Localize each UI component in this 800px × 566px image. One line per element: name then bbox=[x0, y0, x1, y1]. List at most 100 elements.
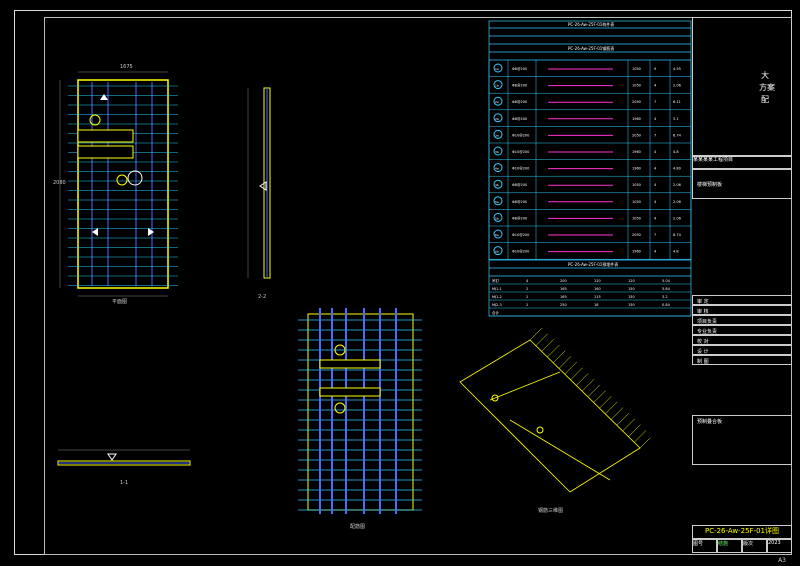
schedule-tables: PC-26-Aw-25F-01构件表 PC-26-Aw-25F-01钢筋表 PC… bbox=[488, 20, 692, 317]
embed-cell: 150 bbox=[628, 303, 635, 307]
iso-rebar-line bbox=[558, 356, 572, 369]
embed-cell: 4 bbox=[526, 279, 529, 283]
rebar-length: 1960 bbox=[632, 150, 641, 154]
embed-cell: 合计 bbox=[492, 310, 500, 315]
rebar-weight: 8.74 bbox=[673, 233, 682, 237]
title-block-row: 审 核 bbox=[692, 305, 792, 315]
rebar-qty: 4 bbox=[654, 216, 657, 220]
table3-title: PC-26-Aw-25F-01预埋件表 bbox=[568, 261, 618, 267]
embed-cell: 150 bbox=[628, 287, 635, 291]
embed-cell: 160 bbox=[594, 287, 601, 291]
rebar-qty: 4 bbox=[654, 117, 657, 121]
rebar-spec: Φ10@200 bbox=[512, 250, 529, 254]
embed-cell: 165 bbox=[560, 287, 567, 291]
embed-cell: MJ1-1 bbox=[492, 287, 502, 291]
rebar-id: 2a bbox=[495, 100, 499, 104]
rebar-length: 1050 bbox=[632, 183, 641, 187]
rebar-length: 2050 bbox=[632, 133, 641, 137]
rebar-weight: 4.80 bbox=[673, 167, 681, 171]
rebar-id-bubble bbox=[493, 229, 503, 239]
embed-cell: 吊钉 bbox=[492, 278, 500, 283]
embed-cell: 18 bbox=[594, 303, 598, 307]
rebar-qty: 4 bbox=[654, 167, 657, 171]
number-value: 结施 bbox=[717, 539, 742, 553]
drawing-code: PC-26-Aw-25F-01详图 bbox=[704, 527, 780, 535]
section-1-1-label: 1-1 bbox=[120, 480, 128, 486]
embed-cell: 3.2 bbox=[662, 295, 668, 299]
title-block-row: 设 计 bbox=[692, 345, 792, 355]
plan-view-label: 平面图 bbox=[112, 299, 127, 305]
iso-rebar-line bbox=[576, 373, 589, 386]
rebar-length: 1050 bbox=[632, 200, 641, 204]
embed-cell: 200 bbox=[560, 279, 567, 283]
rebar-length: 1960 bbox=[632, 250, 641, 254]
rebar-spec: Φ8@200 bbox=[512, 84, 527, 88]
rebar-weight: 2.06 bbox=[673, 183, 681, 187]
title-block-row: 校 对 bbox=[692, 335, 792, 345]
rebar-weight: 4.55 bbox=[673, 67, 681, 71]
rebar-weight: 4.8 bbox=[673, 150, 679, 154]
rebar-qty: 7 bbox=[654, 133, 656, 137]
rebar-spec: Φ8@200 bbox=[512, 67, 527, 71]
iso-rebar-line bbox=[529, 327, 543, 341]
rebar-spec: Φ10@200 bbox=[512, 133, 529, 137]
iso-rebar-line bbox=[535, 333, 548, 346]
rebar-id: 6b bbox=[495, 250, 499, 254]
title-block-row: 专业负责 bbox=[692, 325, 792, 335]
rebar-qty: 4 bbox=[654, 150, 657, 154]
embed-cell: 5.04 bbox=[662, 279, 671, 283]
rebar-id-bubble bbox=[493, 163, 503, 173]
rebar-qty: 4 bbox=[654, 200, 657, 204]
rebar-spec: Φ10@200 bbox=[512, 167, 529, 171]
rebar-id-bubble bbox=[493, 179, 503, 189]
iso-rebar-line bbox=[552, 350, 566, 363]
rebar-length: 1050 bbox=[632, 216, 641, 220]
title-block-row: 项目负责 bbox=[692, 315, 792, 325]
section-2-2-view: 2-2 bbox=[247, 87, 271, 300]
embed-cell: 120 bbox=[628, 279, 635, 283]
rebar-id-bubble bbox=[493, 113, 503, 123]
embed-cell: 0.84 bbox=[662, 303, 671, 307]
iso-rebar-line bbox=[616, 413, 630, 426]
embed-cell: 165 bbox=[560, 295, 567, 299]
rebar-qty: 4 bbox=[654, 250, 657, 254]
rebar-qty: 9 bbox=[654, 67, 656, 71]
table1-title: PC-26-Aw-25F-01构件表 bbox=[568, 21, 614, 27]
rebar-weight: 6.11 bbox=[673, 100, 681, 104]
rebar-layout-view: 配筋图 bbox=[298, 308, 422, 530]
embed-cell: 2 bbox=[526, 287, 528, 291]
section-2-2-label: 2-2 bbox=[258, 294, 266, 300]
iso-rebar-line bbox=[541, 339, 554, 352]
iso-rebar-line bbox=[622, 418, 635, 432]
iso-rebar-line bbox=[605, 401, 618, 415]
rebar-view-label: 配筋图 bbox=[350, 523, 365, 530]
rebar-length: 1960 bbox=[632, 117, 641, 121]
rebar-id: 4b bbox=[495, 183, 499, 187]
iso-rebar-line bbox=[570, 367, 583, 380]
company-name-top: 大 bbox=[761, 71, 769, 80]
rebar-id-bubble bbox=[493, 196, 503, 206]
edition-label: 版次 bbox=[742, 539, 767, 553]
iso-rebar-line bbox=[639, 437, 650, 449]
rebar-weight: 3.1 bbox=[673, 117, 679, 121]
rebar-id: 2b bbox=[495, 117, 499, 121]
project-line: 某某某某工程项目 bbox=[692, 155, 792, 169]
plan-dim-left: 2080 bbox=[53, 180, 66, 186]
iso-rebar-line bbox=[564, 361, 577, 375]
iso-rebar-line bbox=[547, 344, 560, 358]
rebar-weight: 8.74 bbox=[673, 133, 682, 137]
embed-cell: 115 bbox=[594, 295, 601, 299]
rebar-id-bubble bbox=[493, 63, 503, 73]
rebar-spec: Φ10@200 bbox=[512, 233, 529, 237]
embed-cell: 5.84 bbox=[662, 287, 671, 291]
rebar-id-bubble bbox=[493, 146, 503, 156]
rebar-qty: 7 bbox=[654, 233, 656, 237]
rebar-length: 1960 bbox=[632, 167, 641, 171]
rebar-spec: Φ10@200 bbox=[512, 150, 529, 154]
company-name-bot: 配 bbox=[761, 95, 769, 104]
drawing-inner-border bbox=[44, 17, 792, 555]
rebar-weight: 2.06 bbox=[673, 84, 681, 88]
number-label: 图号 bbox=[692, 539, 717, 553]
rebar-id: 4a bbox=[495, 167, 499, 171]
rebar-length: 1050 bbox=[632, 67, 641, 71]
